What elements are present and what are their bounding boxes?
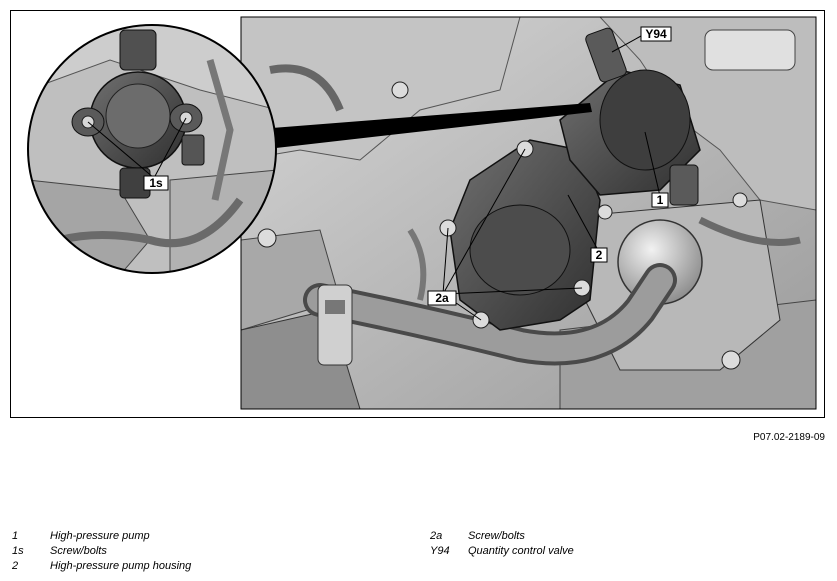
callout-2a: 2a: [427, 290, 457, 306]
legend-row: 2a Screw/bolts: [430, 529, 574, 544]
svg-text:1: 1: [657, 193, 664, 207]
callout-2: 2: [590, 247, 608, 263]
legend-key: 2: [12, 560, 19, 572]
svg-text:1s: 1s: [149, 176, 163, 190]
legend-key: 1s: [12, 545, 24, 557]
engine-illustration: Y94 1 2 2a 1s: [27, 16, 817, 410]
legend-left: 1 High-pressure pump 1s Screw/bolts 2 High-pr…: [12, 529, 191, 574]
legend-text: Screw/bolts: [50, 545, 107, 557]
legend-key: Y94: [430, 545, 450, 557]
legend-row: 1 High-pressure pump: [12, 529, 191, 544]
figure-id: P07.02-2189-09: [753, 432, 825, 443]
legend-text: High-pressure pump: [50, 530, 150, 542]
legend-text: High-pressure pump housing: [50, 560, 192, 572]
engine-scene: [241, 17, 816, 409]
legend-text: Screw/bolts: [468, 530, 525, 542]
legend-row: Y94 Quantity control valve: [430, 544, 574, 559]
legend-key: 2a: [430, 530, 443, 542]
callout-1: 1: [651, 192, 669, 208]
svg-text:2: 2: [596, 248, 603, 262]
magnifier-wedge: [272, 103, 592, 148]
legend-row: 1s Screw/bolts: [12, 544, 191, 559]
legend-key: 1: [12, 530, 19, 542]
leader-lines: [87, 35, 661, 321]
legend-row: 2 High-pressure pump housing: [12, 559, 191, 574]
callout-1s: 1s: [143, 175, 169, 191]
legend-text: Quantity control valve: [468, 545, 574, 557]
svg-text:2a: 2a: [435, 291, 449, 305]
callout-y94: Y94: [640, 26, 672, 42]
svg-text:Y94: Y94: [645, 27, 667, 41]
